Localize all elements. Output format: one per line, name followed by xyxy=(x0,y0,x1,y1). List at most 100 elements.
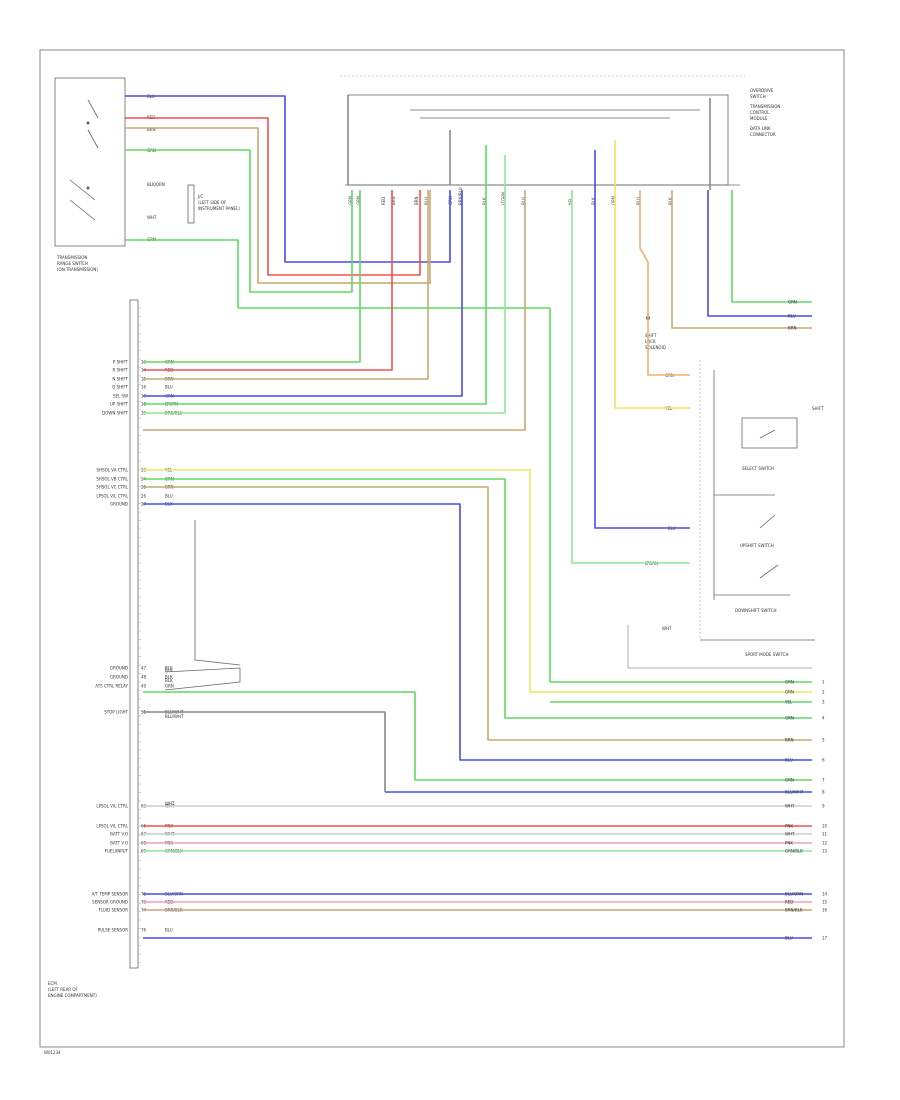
ecm-pin-wire: BLK xyxy=(165,666,173,671)
wire xyxy=(707,190,812,317)
jc-label-1: J/C xyxy=(197,194,204,199)
right-wire-num: 3 xyxy=(822,700,825,705)
downshift-switch-label: DOWNSHIFT SWITCH xyxy=(735,608,777,613)
wire xyxy=(571,190,690,564)
right-wire-label: PNK xyxy=(785,824,793,829)
wire xyxy=(125,117,421,276)
ecm-pin-label: SEL SW xyxy=(113,394,128,399)
right-wire-label: BLU xyxy=(785,758,793,763)
wire xyxy=(143,190,463,397)
ecm-pin-label: A/T TEMP SENSOR xyxy=(92,892,129,897)
right-wire-label: GRN xyxy=(785,690,794,695)
ecm-pin-wire: GRN xyxy=(165,684,174,689)
data-link-label-2: CONNECTOR xyxy=(750,132,776,137)
right-wire-num: 16 xyxy=(822,908,828,913)
wire xyxy=(143,145,487,405)
wire xyxy=(125,127,431,284)
right-wire-label: GRN/BLK xyxy=(785,849,803,854)
right-wire-num: 5 xyxy=(822,738,825,743)
right-wire-num: 14 xyxy=(822,892,828,897)
top-connector-label: LTGRN xyxy=(501,192,506,205)
right-wire-num: 15 xyxy=(822,900,828,905)
right-wire-label: YEL xyxy=(784,700,793,705)
ecm-pin-label: LPSOL V/L CTRL xyxy=(96,494,128,499)
right-wire-label: PNK xyxy=(785,841,793,846)
ecm-pin-wire: BLK xyxy=(165,675,173,680)
wire xyxy=(143,190,361,363)
ecm-pin-label: GROUND xyxy=(110,666,128,671)
right-wire-num: 9 xyxy=(822,804,825,809)
mid-labels: GRN YEL BLU LTGRN WHT BLK BLK BLU/WHT WH… xyxy=(165,373,676,806)
trs-wire-labels: BLU RED BRN GRN BLK/ORN WHT GRN xyxy=(147,94,165,242)
ecm-pin-label: UP SHIFT xyxy=(110,402,129,407)
top-connector-label: BLK xyxy=(668,197,673,205)
right-wire-label: BLU/WHT xyxy=(785,790,804,795)
right-wire-label: WHT xyxy=(785,804,795,809)
ecm-pin-label: BATT V.O xyxy=(110,841,128,846)
top-connector xyxy=(345,94,740,186)
wire xyxy=(639,190,690,376)
select-switch-label: SELECT SWITCH xyxy=(742,466,774,471)
ecm-pin-label: STOP LIGHT xyxy=(104,710,128,715)
right-wire-label: BLU/ORN xyxy=(785,892,803,897)
overdrive-label: OVERDRIVE SWITCH TRANSMISSION CONTROL MO… xyxy=(749,88,780,137)
wire xyxy=(143,190,429,380)
right-wire-num: 8 xyxy=(822,790,825,795)
sport-mode-switch-label: SPORT MODE SWITCH xyxy=(745,652,788,657)
right-wire-num: 12 xyxy=(822,841,828,846)
ecm-pin-label: SHSOL VB CTRL xyxy=(96,477,129,482)
wire xyxy=(731,190,812,303)
right-wire-label: RED xyxy=(785,900,793,905)
mid-label-wht: WHT xyxy=(662,626,672,631)
right-wire-num: 17 xyxy=(822,936,828,941)
ecm-pin-label: PULSE SENSOR xyxy=(98,928,129,933)
overdrive-label-1: OVERDRIVE xyxy=(750,88,774,93)
right-wire-num: 1 xyxy=(822,680,825,685)
trs-label-line2: RANGE SWITCH xyxy=(57,261,88,266)
ecm-label-3: ENGINE COMPARTMENT) xyxy=(48,993,97,998)
wire xyxy=(143,691,812,781)
ecm-pin-wire: BLU xyxy=(165,928,173,933)
ecm-pin-label: GROUND xyxy=(110,502,128,507)
ecm-label-1: ECM xyxy=(48,981,57,986)
shift-lock-label-3: SOLENOID xyxy=(645,345,666,350)
right-wire-num: 2 xyxy=(822,690,825,695)
ecm-pin-label: SHSOL VC CTRL xyxy=(96,485,129,490)
data-link-label-1: DATA LINK xyxy=(750,126,771,131)
ecm-pin-label: FLUID SENSOR xyxy=(99,908,129,913)
wire xyxy=(143,711,386,792)
right-wire-num: 6 xyxy=(822,758,825,763)
trs-wire-label-5: WHT xyxy=(147,215,157,220)
right-wire-label: GRN xyxy=(785,680,794,685)
shift-lock-label-1: SHIFT xyxy=(645,333,657,338)
top-connector-label: GRN xyxy=(348,196,353,205)
wire xyxy=(143,155,506,414)
mid-label-blk2: BLK xyxy=(165,678,173,683)
top-right-wire-label: BRN xyxy=(788,326,797,331)
ecm-pin-label: DOWN SHIFT xyxy=(102,411,128,416)
top-connector-label: BLU xyxy=(521,197,526,205)
wire xyxy=(143,486,812,741)
neutral-label-1: TRANSMISSION xyxy=(749,104,780,109)
wire xyxy=(143,478,812,719)
top-right-wire-label: BLU xyxy=(788,314,796,319)
ecm-pin-label: ATS CTRL RELAY xyxy=(95,684,128,689)
mid-label-bluwht: BLU/WHT xyxy=(165,714,184,719)
right-wire-num: 10 xyxy=(822,824,828,829)
right-wire-label: GRN xyxy=(785,716,794,721)
ecm-label-2: (LEFT REAR OF xyxy=(48,987,79,992)
top-right-wire-label: GRN xyxy=(788,300,797,305)
top-connector-label: BRN/BLU xyxy=(458,187,463,205)
top-connector-label: BLU xyxy=(636,197,641,205)
trs-label-line1: TRANSMISSION xyxy=(56,255,87,260)
wire xyxy=(594,150,690,529)
jc-label-2: (LEFT SIDE OF xyxy=(198,200,227,205)
upshift-switch-label: UPSHIFT SWITCH xyxy=(740,543,774,548)
top-right-wire-labels: GRN BLU BRN xyxy=(788,300,797,331)
neutral-label-2: CONTROL xyxy=(750,110,770,115)
ecm-pin-label: R SHIFT xyxy=(113,368,129,373)
right-wire-num: 7 xyxy=(822,778,825,783)
ecm-pin-label: P SHIFT xyxy=(113,360,129,365)
ecm-pin-label: LPSOL V/L CTRL xyxy=(96,804,128,809)
wire xyxy=(125,95,451,263)
